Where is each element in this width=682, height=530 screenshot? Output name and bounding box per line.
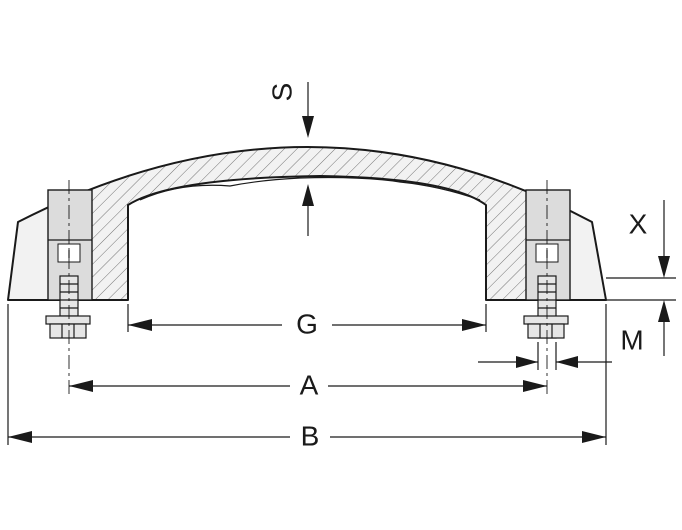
extension-lines xyxy=(7,277,676,445)
dimension-b: B xyxy=(8,420,606,451)
label-m: M xyxy=(620,324,643,355)
dimension-m: M xyxy=(478,324,644,368)
dimension-s: S xyxy=(266,82,314,236)
label-b: B xyxy=(301,420,320,451)
dimension-x: X xyxy=(629,200,670,356)
label-a: A xyxy=(300,369,319,400)
center-lines xyxy=(68,180,548,395)
dimension-a: A xyxy=(69,369,547,400)
label-g: G xyxy=(296,308,318,339)
label-x: X xyxy=(629,208,648,239)
dimension-g: G xyxy=(128,308,486,339)
label-s: S xyxy=(266,83,297,102)
handle-body xyxy=(7,146,607,301)
left-bolt xyxy=(45,275,91,339)
